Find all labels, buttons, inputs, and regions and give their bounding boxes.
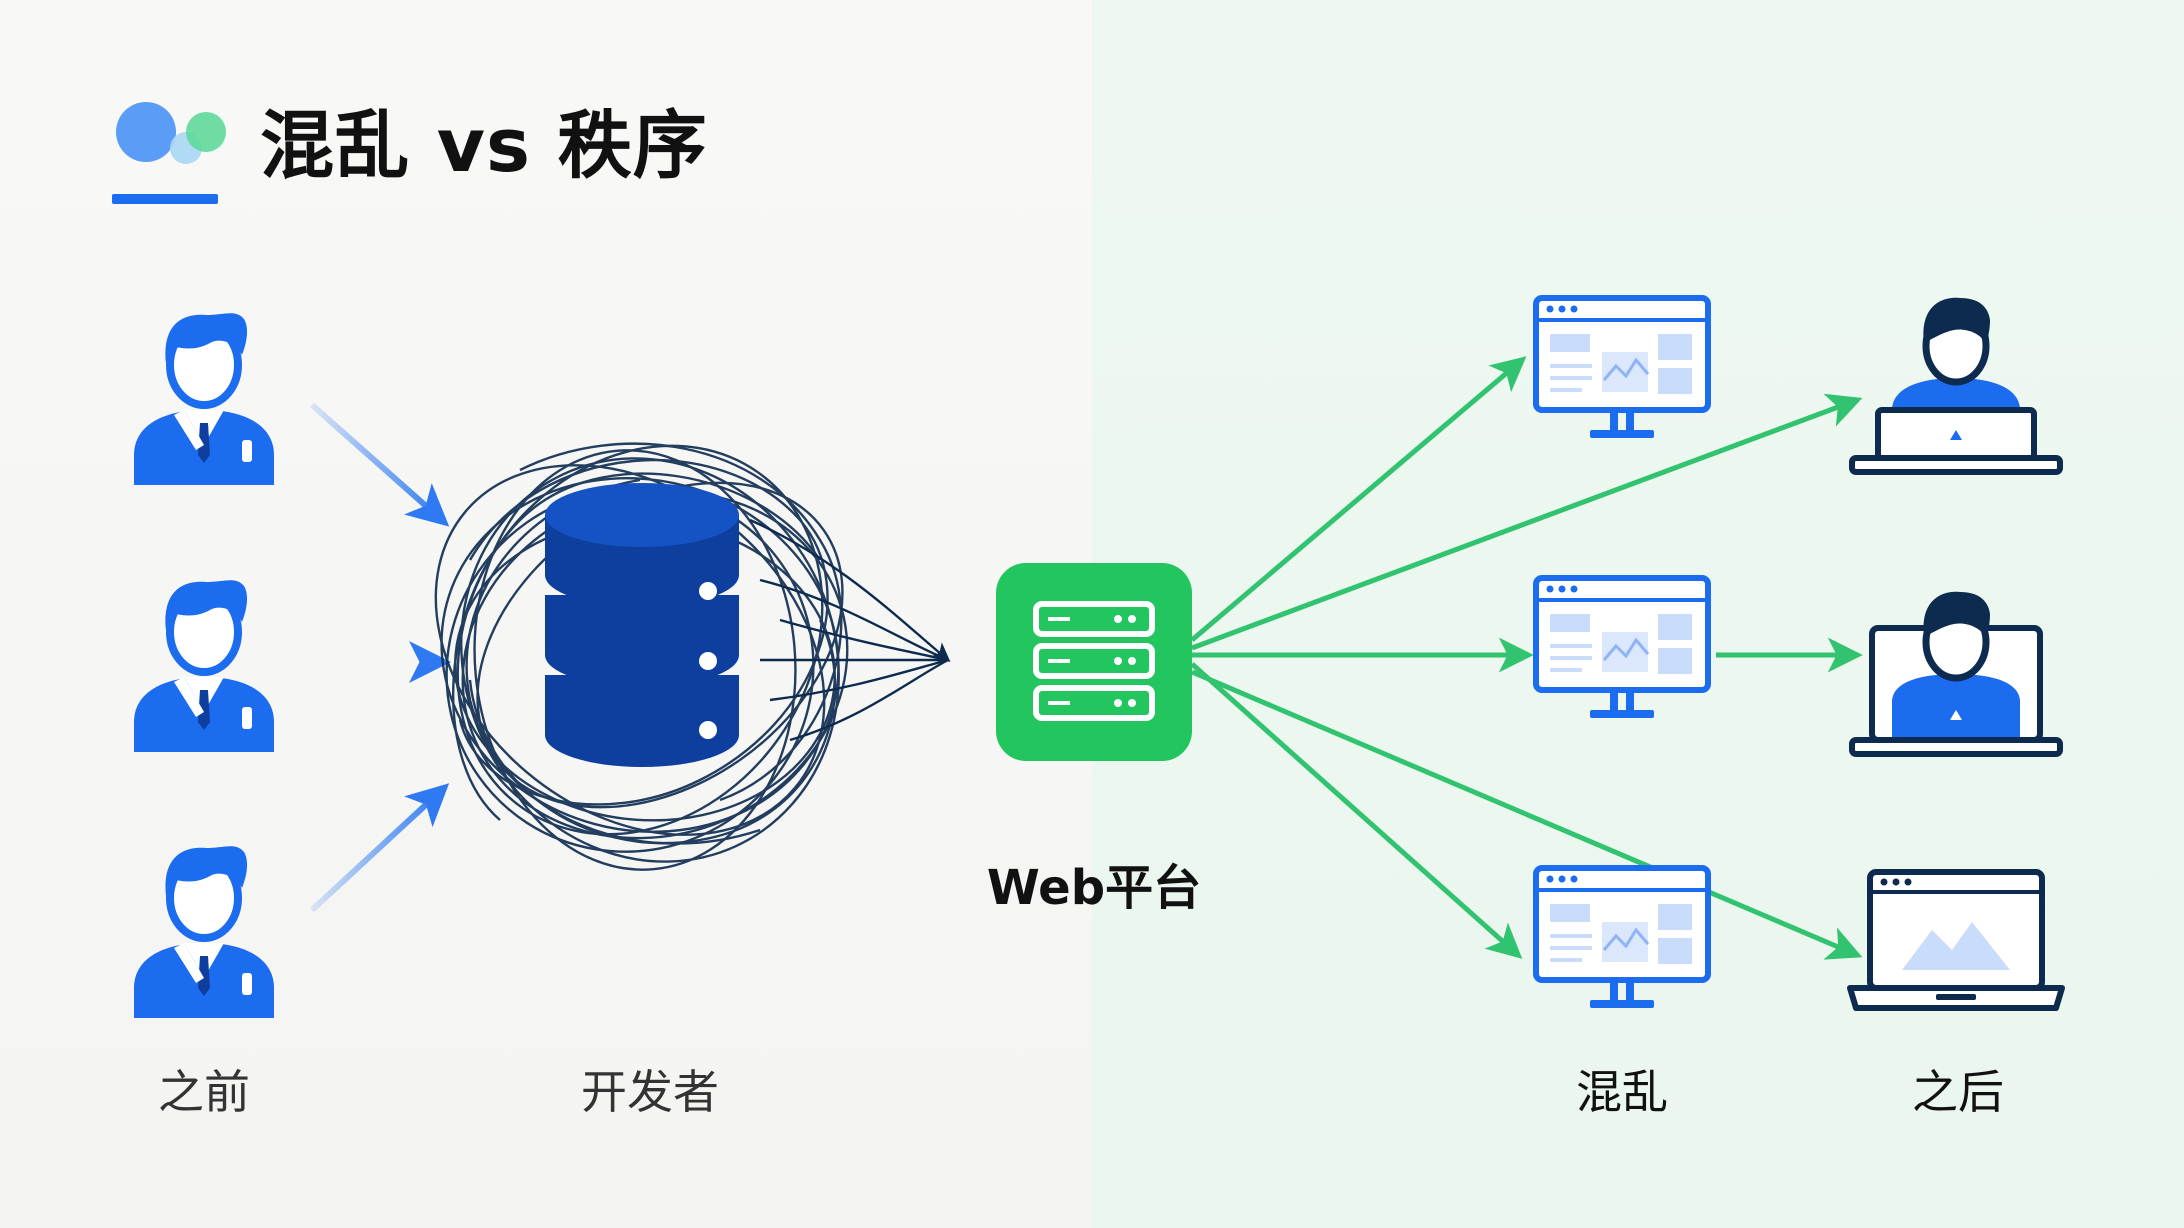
developer-icon-1: [134, 313, 274, 485]
database-icon: [545, 483, 739, 767]
server-icon: [996, 563, 1192, 761]
laptop-icon: [1850, 872, 2062, 1008]
developer-icon-3: [134, 846, 274, 1018]
page-title: 混乱 vs 秩序: [260, 103, 708, 189]
monitor-icon-2: [1536, 578, 1708, 718]
converging-lines: [749, 518, 951, 742]
label-chaos: 混乱: [1576, 1065, 1668, 1119]
monitor-icon-1: [1536, 298, 1708, 438]
arrow-developer-1: [310, 402, 450, 527]
user-laptop-icon: [1852, 298, 2060, 472]
header: 混乱 vs 秩序: [100, 68, 707, 218]
label-platform: Web平台: [986, 860, 1202, 916]
logo-icon: [116, 102, 226, 164]
monitor-icon-3: [1536, 868, 1708, 1008]
green-arrows: [1190, 356, 1863, 960]
title-underline: [112, 194, 218, 204]
label-before: 之前: [158, 1065, 250, 1119]
label-developers: 开发者: [581, 1065, 719, 1119]
arrow-developer-3: [309, 783, 450, 913]
user-screen-icon: [1852, 592, 2060, 754]
label-after: 之后: [1912, 1065, 2004, 1119]
developer-icon-2: [134, 580, 274, 752]
